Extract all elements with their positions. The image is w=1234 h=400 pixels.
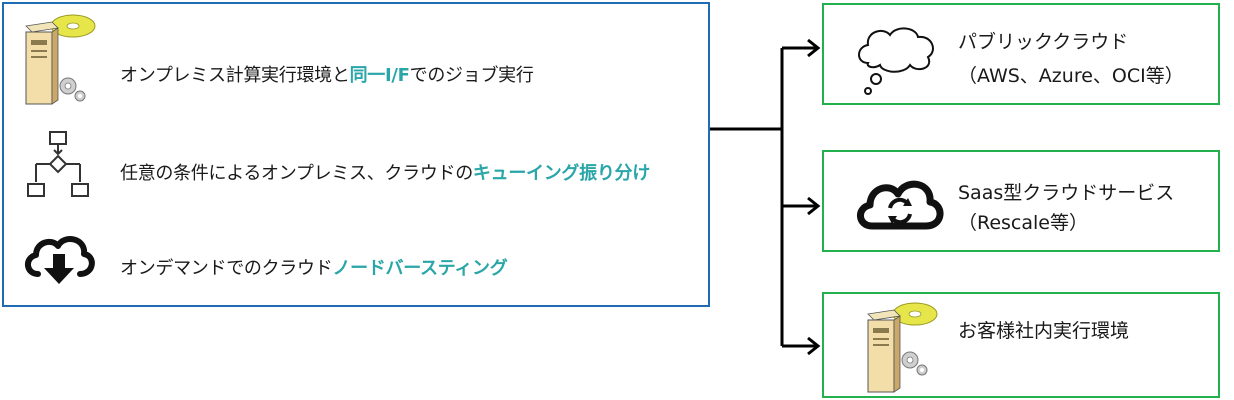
target-onprem: お客様社内実行環境 — [822, 292, 1220, 398]
feature-highlight: ノードバースティング — [332, 258, 508, 279]
feature-text: オンプレミス計算実行環境と同一I/Fでのジョブ実行 — [120, 65, 534, 86]
target-saas-cloud: Saas型クラウドサービス （Rescale等） — [822, 150, 1220, 252]
flowchart-icon — [27, 131, 89, 197]
feature-text: 任意の条件によるオンプレミス、クラウドのキューイング振り分け — [120, 163, 650, 184]
server-icon — [867, 302, 938, 393]
target-label-line1: パブリッククラウド — [958, 31, 1129, 53]
target-label-line2: （Rescale等） — [958, 212, 1088, 234]
thought-cloud-icon — [858, 27, 934, 95]
feature-node-bursting: オンデマンドでのクラウドノードバースティング — [4, 234, 704, 294]
feature-job-execution: オンプレミス計算実行環境と同一I/Fでのジョブ実行 — [4, 14, 704, 105]
target-label-line1: お客様社内実行環境 — [958, 320, 1130, 342]
arrow-head-3 — [807, 336, 821, 356]
target-public-cloud: パブリッククラウド （AWS、Azure、OCI等） — [822, 3, 1220, 105]
cloud-download-icon — [25, 236, 95, 284]
feature-text: オンデマンドでのクラウドノードバースティング — [120, 258, 508, 279]
server-icon — [25, 14, 96, 105]
cloud-sync-icon — [857, 180, 944, 230]
target-label-line2: （AWS、Azure、OCI等） — [958, 65, 1184, 87]
feature-highlight: 同一I/F — [349, 65, 410, 86]
feature-highlight: キューイング振り分け — [472, 163, 650, 184]
arrow-head-2 — [807, 196, 821, 216]
feature-queue-routing: 任意の条件によるオンプレミス、クラウドのキューイング振り分け — [4, 131, 704, 199]
arrow-head-1 — [807, 38, 821, 58]
target-label-line1: Saas型クラウドサービス — [958, 182, 1175, 204]
features-box: オンプレミス計算実行環境と同一I/Fでのジョブ実行 任意の条件によるオンプレミス… — [2, 2, 710, 307]
